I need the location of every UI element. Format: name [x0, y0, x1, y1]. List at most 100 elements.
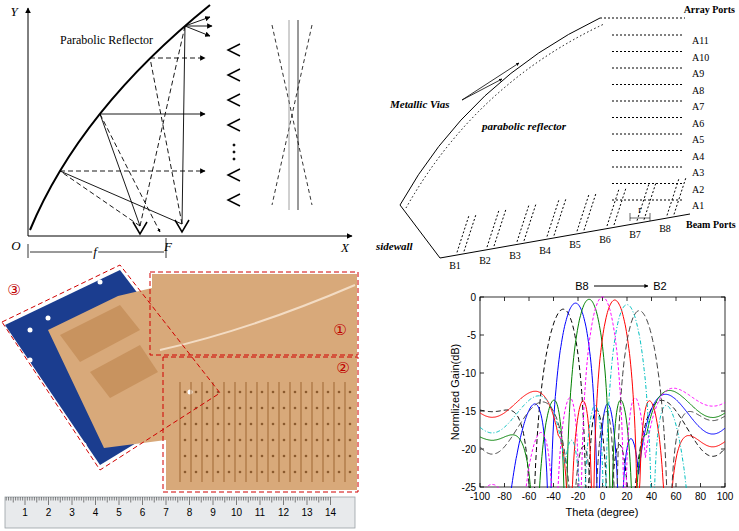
- line-shape: [323, 497, 324, 501]
- line-shape: [271, 497, 272, 503]
- array-port-label: A7: [692, 101, 704, 112]
- circle-shape: [283, 455, 286, 458]
- circle-shape: [228, 407, 231, 410]
- line-shape: [612, 183, 682, 184]
- circle-shape: [305, 391, 308, 394]
- circle-shape: [261, 423, 264, 426]
- circle-shape: [217, 407, 220, 410]
- circle-shape: [239, 391, 242, 394]
- line-shape: [189, 497, 190, 505]
- line-shape: [13, 497, 14, 503]
- sidewall-label: sidewall: [376, 240, 413, 252]
- line-shape: [630, 213, 631, 221]
- path-shape: [228, 69, 240, 81]
- ruler-number: 8: [187, 507, 193, 518]
- circle-shape: [294, 423, 297, 426]
- circle-shape: [349, 471, 352, 474]
- line-shape: [15, 497, 16, 501]
- line-shape: [130, 497, 131, 503]
- line-shape: [494, 209, 506, 246]
- line-shape: [307, 497, 308, 505]
- circle-shape: [316, 391, 319, 394]
- circle-shape: [228, 471, 231, 474]
- circle-shape: [338, 439, 341, 442]
- pattern-chart: [480, 286, 725, 491]
- circle-shape: [294, 439, 297, 442]
- line-shape: [607, 189, 619, 226]
- tick-label: -60: [522, 491, 536, 502]
- path-shape: [228, 169, 240, 181]
- line-shape: [440, 214, 690, 258]
- line-shape: [274, 497, 275, 501]
- line-shape: [223, 382, 224, 482]
- circle-shape: [305, 439, 308, 442]
- callout-number: ②: [336, 359, 349, 377]
- line-shape: [198, 497, 199, 501]
- line-shape: [289, 382, 290, 482]
- circle-shape: [195, 455, 198, 458]
- line-shape: [311, 497, 312, 501]
- line-shape: [182, 497, 183, 501]
- line-shape: [88, 497, 89, 501]
- line-shape: [299, 497, 300, 501]
- line-shape: [72, 497, 73, 505]
- ruler-number: 12: [278, 507, 289, 518]
- line-shape: [8, 497, 9, 501]
- circle-shape: [184, 407, 187, 410]
- line-shape: [175, 497, 176, 501]
- line-shape: [97, 497, 98, 501]
- circle-shape: [195, 391, 198, 394]
- line-shape: [83, 497, 84, 503]
- circle-shape: [250, 471, 253, 474]
- line-shape: [288, 497, 289, 501]
- circle-shape: [316, 439, 319, 442]
- line-shape: [140, 26, 185, 226]
- circle-shape: [305, 407, 308, 410]
- line-shape: [86, 497, 87, 501]
- g-shape: [180, 382, 351, 482]
- path-shape: [406, 24, 604, 208]
- line-shape: [322, 382, 323, 482]
- line-shape: [93, 497, 94, 501]
- line-shape: [48, 497, 49, 505]
- axis-label: X: [341, 240, 349, 256]
- line-shape: [121, 497, 122, 501]
- path-shape: [228, 44, 240, 56]
- tick-label: -40: [546, 491, 560, 502]
- rect-shape: [150, 272, 358, 355]
- line-shape: [553, 297, 554, 301]
- circle-shape: [46, 316, 51, 321]
- line-shape: [135, 497, 136, 501]
- line-shape: [630, 218, 650, 219]
- circle-shape: [228, 455, 231, 458]
- path-shape: [133, 222, 147, 234]
- line-shape: [170, 497, 171, 501]
- line-shape: [577, 194, 589, 231]
- line-shape: [457, 215, 469, 252]
- line-shape: [196, 497, 197, 501]
- line-shape: [123, 497, 124, 501]
- line-shape: [154, 497, 155, 503]
- line-shape: [144, 497, 145, 501]
- line-shape: [725, 483, 726, 487]
- g-shape: [457, 35, 686, 252]
- circle-shape: [233, 151, 235, 153]
- path-shape: [228, 119, 240, 131]
- line-shape: [185, 26, 212, 27]
- line-shape: [191, 497, 192, 501]
- line-shape: [480, 487, 484, 488]
- line-shape: [201, 382, 202, 482]
- line-shape: [215, 497, 216, 501]
- circle-shape: [294, 455, 297, 458]
- circle-shape: [206, 391, 209, 394]
- line-shape: [28, 236, 352, 237]
- line-shape: [114, 497, 115, 501]
- circle-shape: [98, 280, 103, 285]
- line-shape: [231, 497, 232, 501]
- line-shape: [650, 213, 651, 221]
- circle-shape: [327, 423, 330, 426]
- line-shape: [480, 335, 484, 336]
- rect-shape: [5, 497, 355, 528]
- circle-shape: [184, 391, 187, 394]
